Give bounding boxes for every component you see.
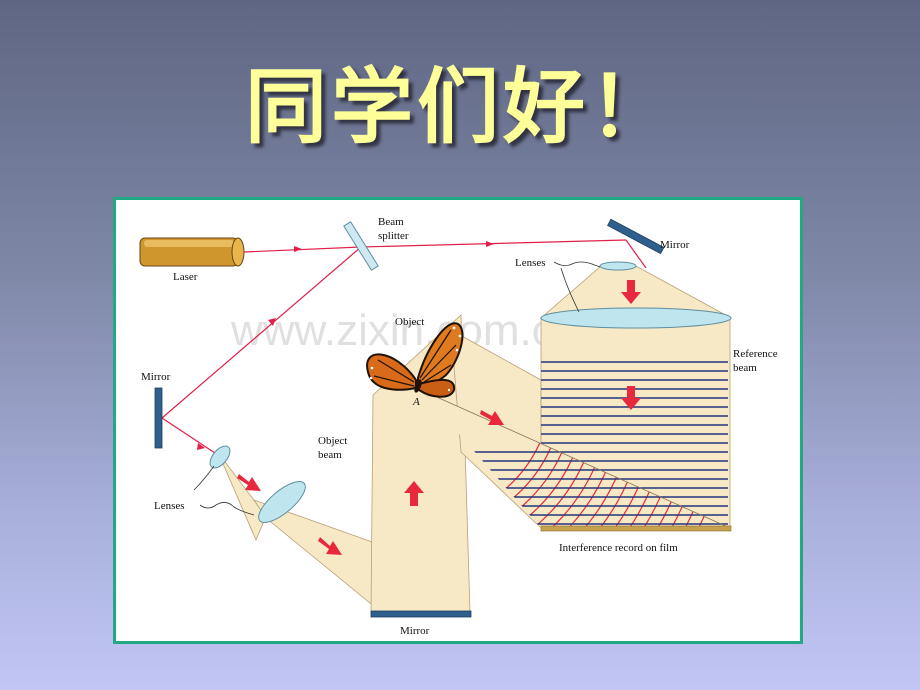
reference-beam-label-1: Reference (733, 348, 778, 360)
object-beam-label-1: Object (318, 435, 347, 447)
watermark: www.zixin.com.cn (230, 306, 578, 355)
lens-large-top (540, 307, 732, 329)
laser-label: Laser (173, 271, 198, 283)
arrow-down-reference-2 (621, 386, 641, 410)
slide-title: 同学们好！ (244, 60, 675, 155)
lens-small-top (599, 261, 637, 271)
beam-splitter (343, 221, 379, 271)
arrow-up-object-beam (404, 481, 424, 506)
mirror-left (154, 387, 163, 449)
lens-small-bottom (209, 445, 231, 469)
direction-arrows (237, 280, 641, 555)
lenses-bottom-pointer-2 (193, 465, 215, 491)
beam-direction-markers (197, 241, 494, 450)
mirror-top (607, 218, 665, 255)
mirror-bottom (370, 610, 472, 618)
arrow-lens-path-2 (318, 537, 342, 555)
arrow-lens-path-1 (237, 474, 261, 491)
butterfly-object (366, 322, 464, 398)
hologram-diagram: www.zixin.com.cn (139, 216, 778, 637)
lenses-top-pointer (553, 261, 601, 268)
point-a-label: A (412, 396, 420, 408)
reference-beam-label-2: beam (733, 362, 757, 374)
object-beam-label-2: beam (318, 449, 342, 461)
mirror-left-label: Mirror (141, 371, 171, 383)
mirror-top-label: Mirror (660, 239, 690, 251)
lens-large-bottom (258, 481, 306, 523)
film-plate (540, 525, 732, 532)
object-label: Object (395, 316, 424, 328)
beam-splitter-label-2: splitter (378, 230, 409, 242)
mirror-bottom-label: Mirror (400, 625, 430, 637)
lenses-bottom-pointer (199, 502, 255, 516)
lenses-top-pointer-2 (560, 267, 580, 313)
lenses-bottom-label: Lenses (154, 500, 185, 512)
laser-icon (139, 237, 245, 267)
lenses-top-label: Lenses (515, 257, 546, 269)
beam-splitter-label-1: Beam (378, 216, 404, 228)
hologram-figure: www.zixin.com.cn (113, 197, 803, 644)
arrow-to-film (480, 410, 504, 425)
interference-label: Interference record on film (559, 542, 678, 554)
laser-beam-paths (161, 239, 647, 456)
arrow-down-reference-1 (621, 280, 641, 304)
